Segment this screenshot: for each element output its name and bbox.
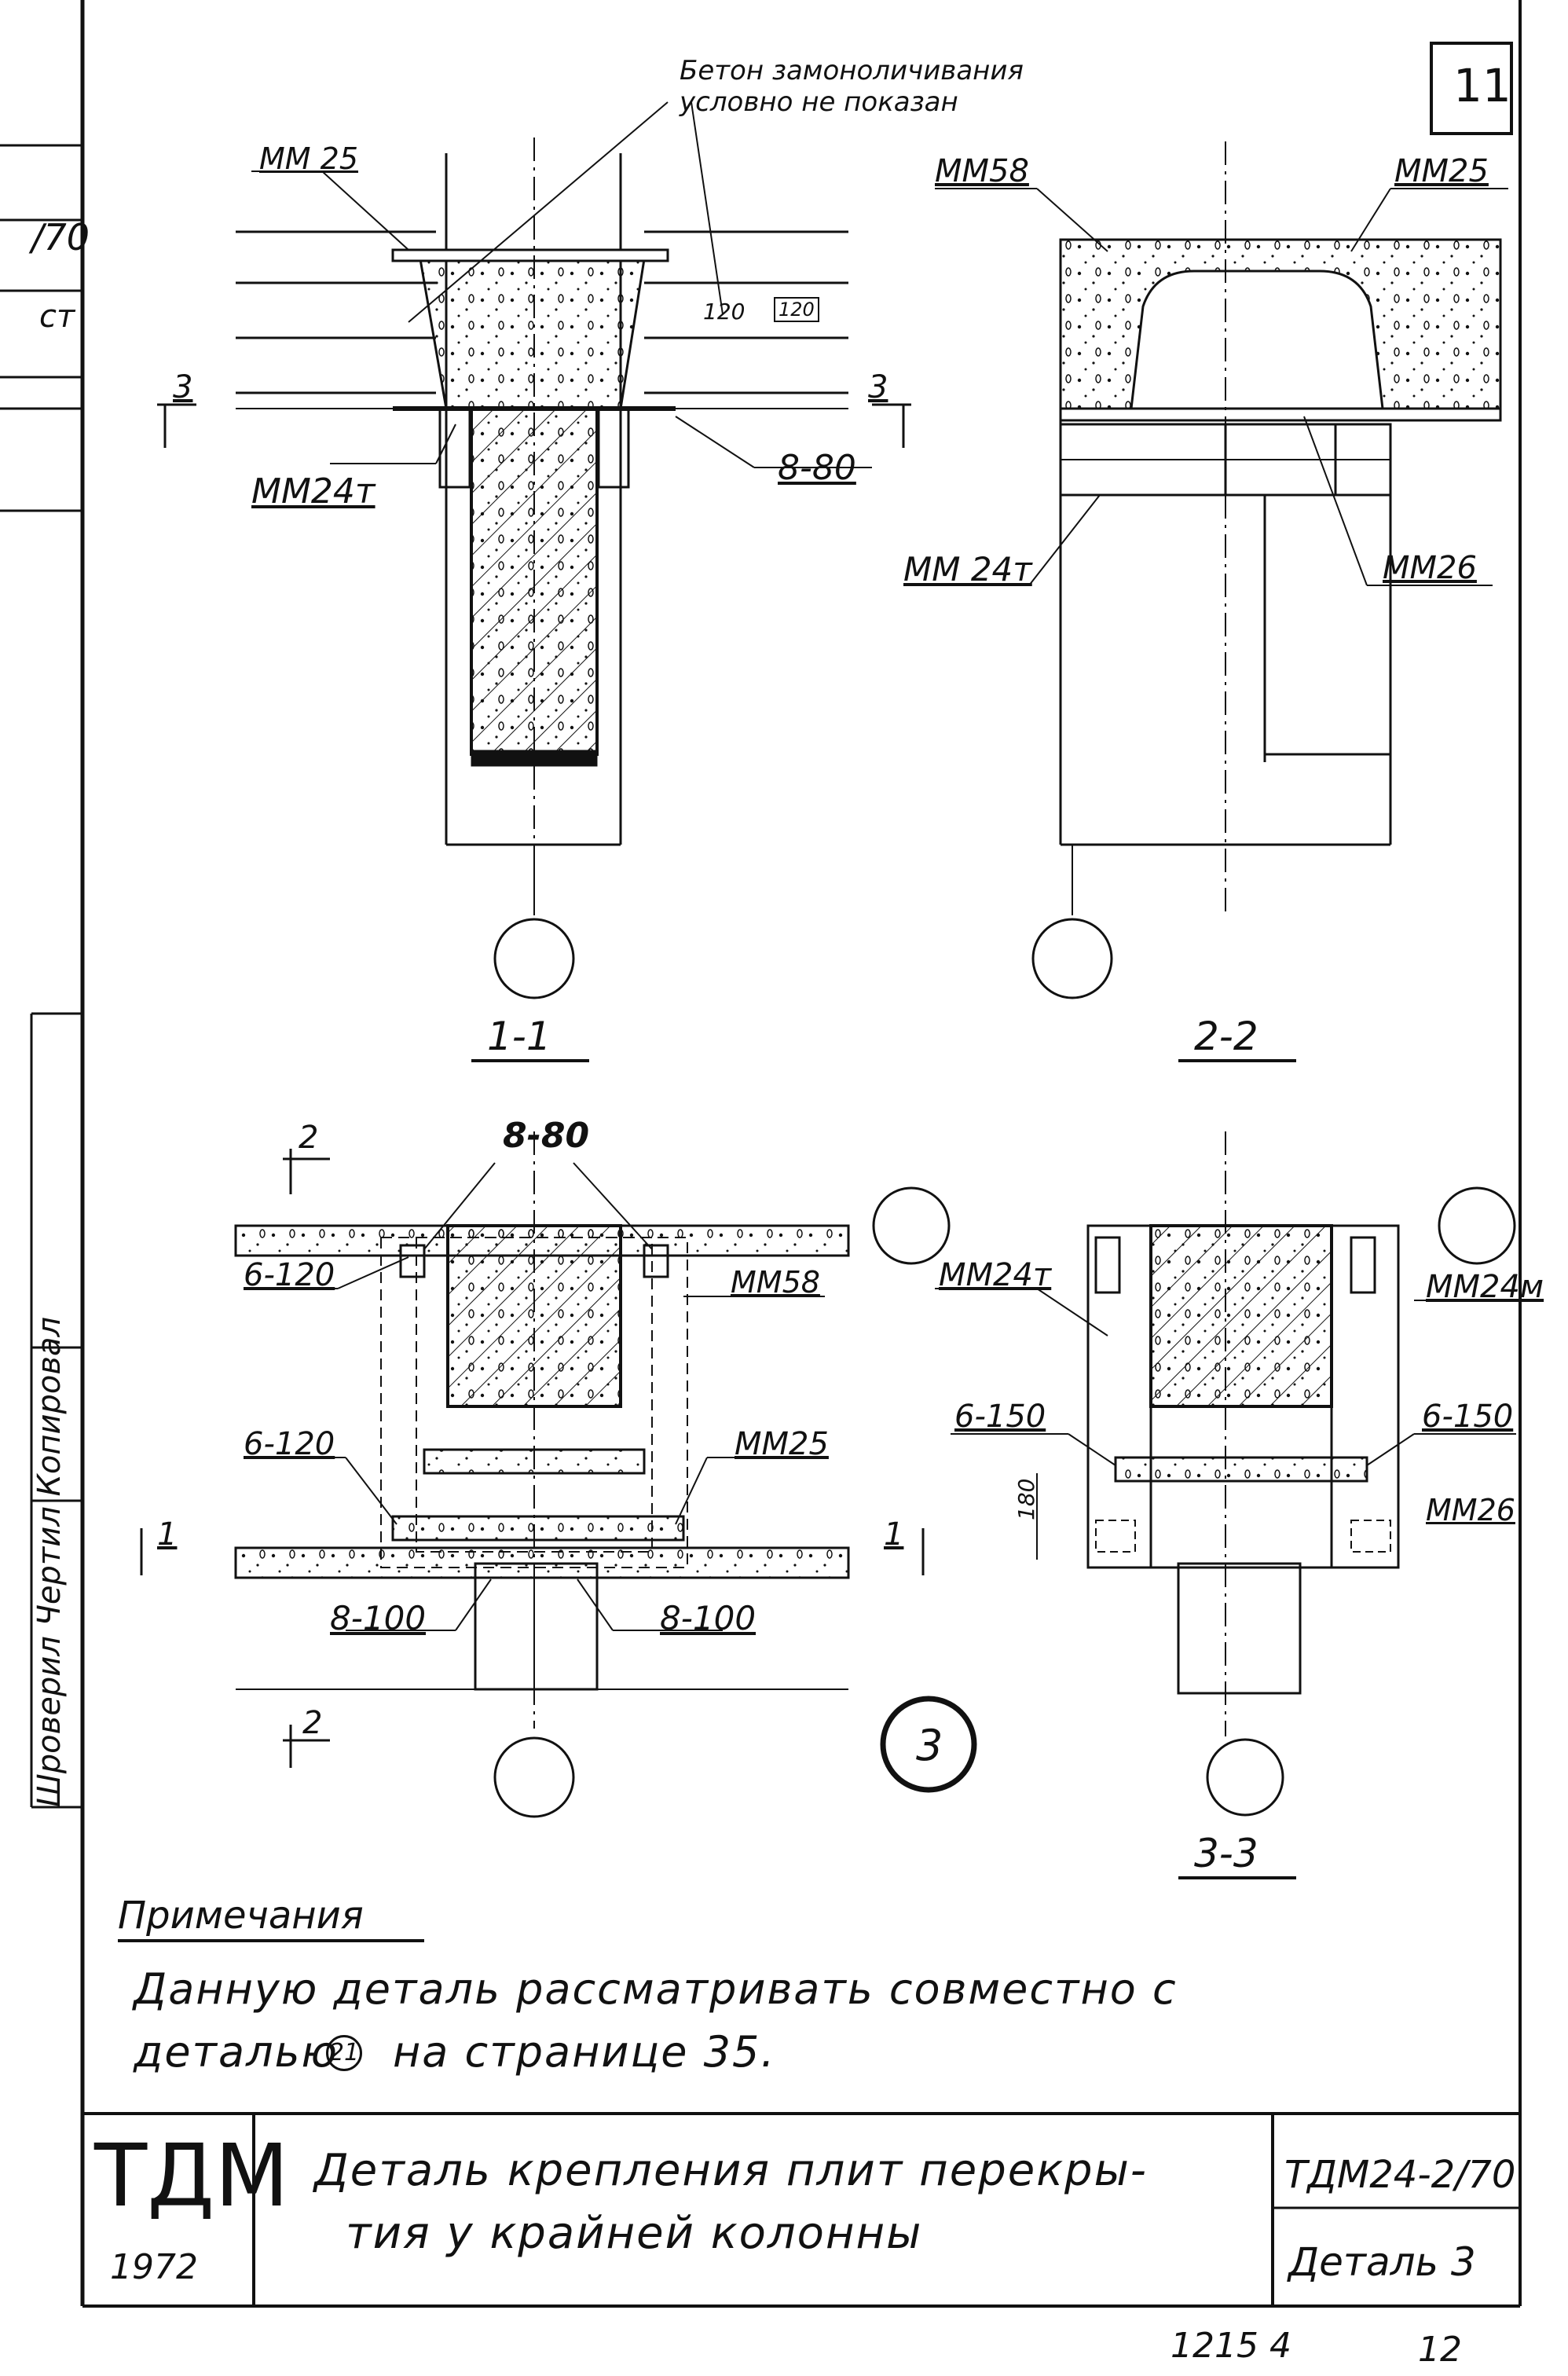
label-180: 180 — [1013, 1478, 1039, 1520]
label-6-150-a: 6-150 — [954, 1399, 1046, 1435]
sec-mark-1-right: 1 — [884, 1516, 904, 1553]
label-8-100-a: 8-100 — [330, 1599, 427, 1637]
label-120-tag: 120 — [774, 297, 819, 322]
plan-view-drawing — [140, 1131, 977, 1818]
label-mm58: ММ58 — [935, 153, 1029, 189]
note-concrete-2: условно не показан — [680, 86, 958, 118]
label-mm26: ММ26 — [1383, 550, 1477, 586]
bottom-page: 12 — [1418, 2330, 1462, 2370]
title-desc-1: Деталь крепления плит перекры- — [314, 2145, 1148, 2196]
remarks-line2-b: на странице 35. — [393, 2027, 776, 2077]
margin-text-2: ст — [39, 299, 75, 335]
sec-mark-3-left: 3 — [173, 369, 193, 405]
remarks-line1: Данную деталь рассматривать совместно с — [134, 1964, 1178, 2014]
label-mm24t-2: ММ 24т — [903, 550, 1032, 588]
section-title-3-3: 3-3 — [1194, 1831, 1258, 1876]
section-1-1-drawing — [157, 101, 911, 1062]
title-logo: ТДМ — [94, 2125, 290, 2226]
sec-mark-2-bottom: 2 — [302, 1705, 323, 1741]
section-2-2-drawing — [903, 141, 1508, 1062]
note-concrete: Бетон замоноличивания — [680, 55, 1024, 86]
label-8-80-1: 8-80 — [778, 448, 856, 488]
title-detail: Деталь 3 — [1288, 2239, 1476, 2285]
label-mm58-plan: ММ58 — [731, 1265, 820, 1300]
label-mm24t-3: ММ24т — [939, 1257, 1052, 1293]
label-120-dim: 120 — [703, 299, 746, 324]
remarks-line2-ref: 21 — [326, 2035, 362, 2071]
title-desc-2: тия у крайней колонны — [346, 2208, 923, 2259]
label-6-150-b: 6-150 — [1422, 1399, 1514, 1435]
section-3-3-drawing — [118, 1131, 1516, 1942]
label-8-80-2: 8-80 — [503, 1116, 590, 1156]
title-code: ТДМ24-2/70 — [1284, 2153, 1516, 2197]
margin-text-3: Шроверил Чертил Копировал — [31, 1316, 68, 1807]
label-mm26-3: ММ26 — [1426, 1493, 1515, 1527]
margin-text-1: /70 — [31, 216, 90, 258]
remarks-title: Примечания — [118, 1894, 364, 1938]
label-mm25-top: ММ 25 — [259, 141, 359, 176]
sheet-frame — [0, 0, 1522, 2308]
label-mm24t-1: ММ24т — [251, 471, 376, 512]
title-year: 1972 — [110, 2247, 198, 2287]
page-number: 11 — [1453, 59, 1511, 112]
label-mm25-2: ММ25 — [1394, 153, 1489, 189]
sec-mark-3-right: 3 — [868, 369, 888, 405]
label-6-120-b: 6-120 — [244, 1426, 335, 1462]
label-mm24m: ММ24м — [1426, 1269, 1544, 1305]
label-8-100-b: 8-100 — [660, 1599, 757, 1637]
detail-circle-3: 3 — [916, 1721, 943, 1770]
sec-mark-1-left: 1 — [157, 1516, 178, 1553]
sec-mark-2-top: 2 — [299, 1120, 319, 1156]
section-title-2-2: 2-2 — [1194, 1014, 1258, 1059]
remarks-line2-a: деталью — [134, 2027, 339, 2077]
section-title-1-1: 1-1 — [487, 1014, 551, 1059]
label-6-120-a: 6-120 — [244, 1257, 335, 1293]
bottom-code: 1215 4 — [1171, 2326, 1291, 2366]
label-mm25-plan: ММ25 — [735, 1426, 829, 1462]
